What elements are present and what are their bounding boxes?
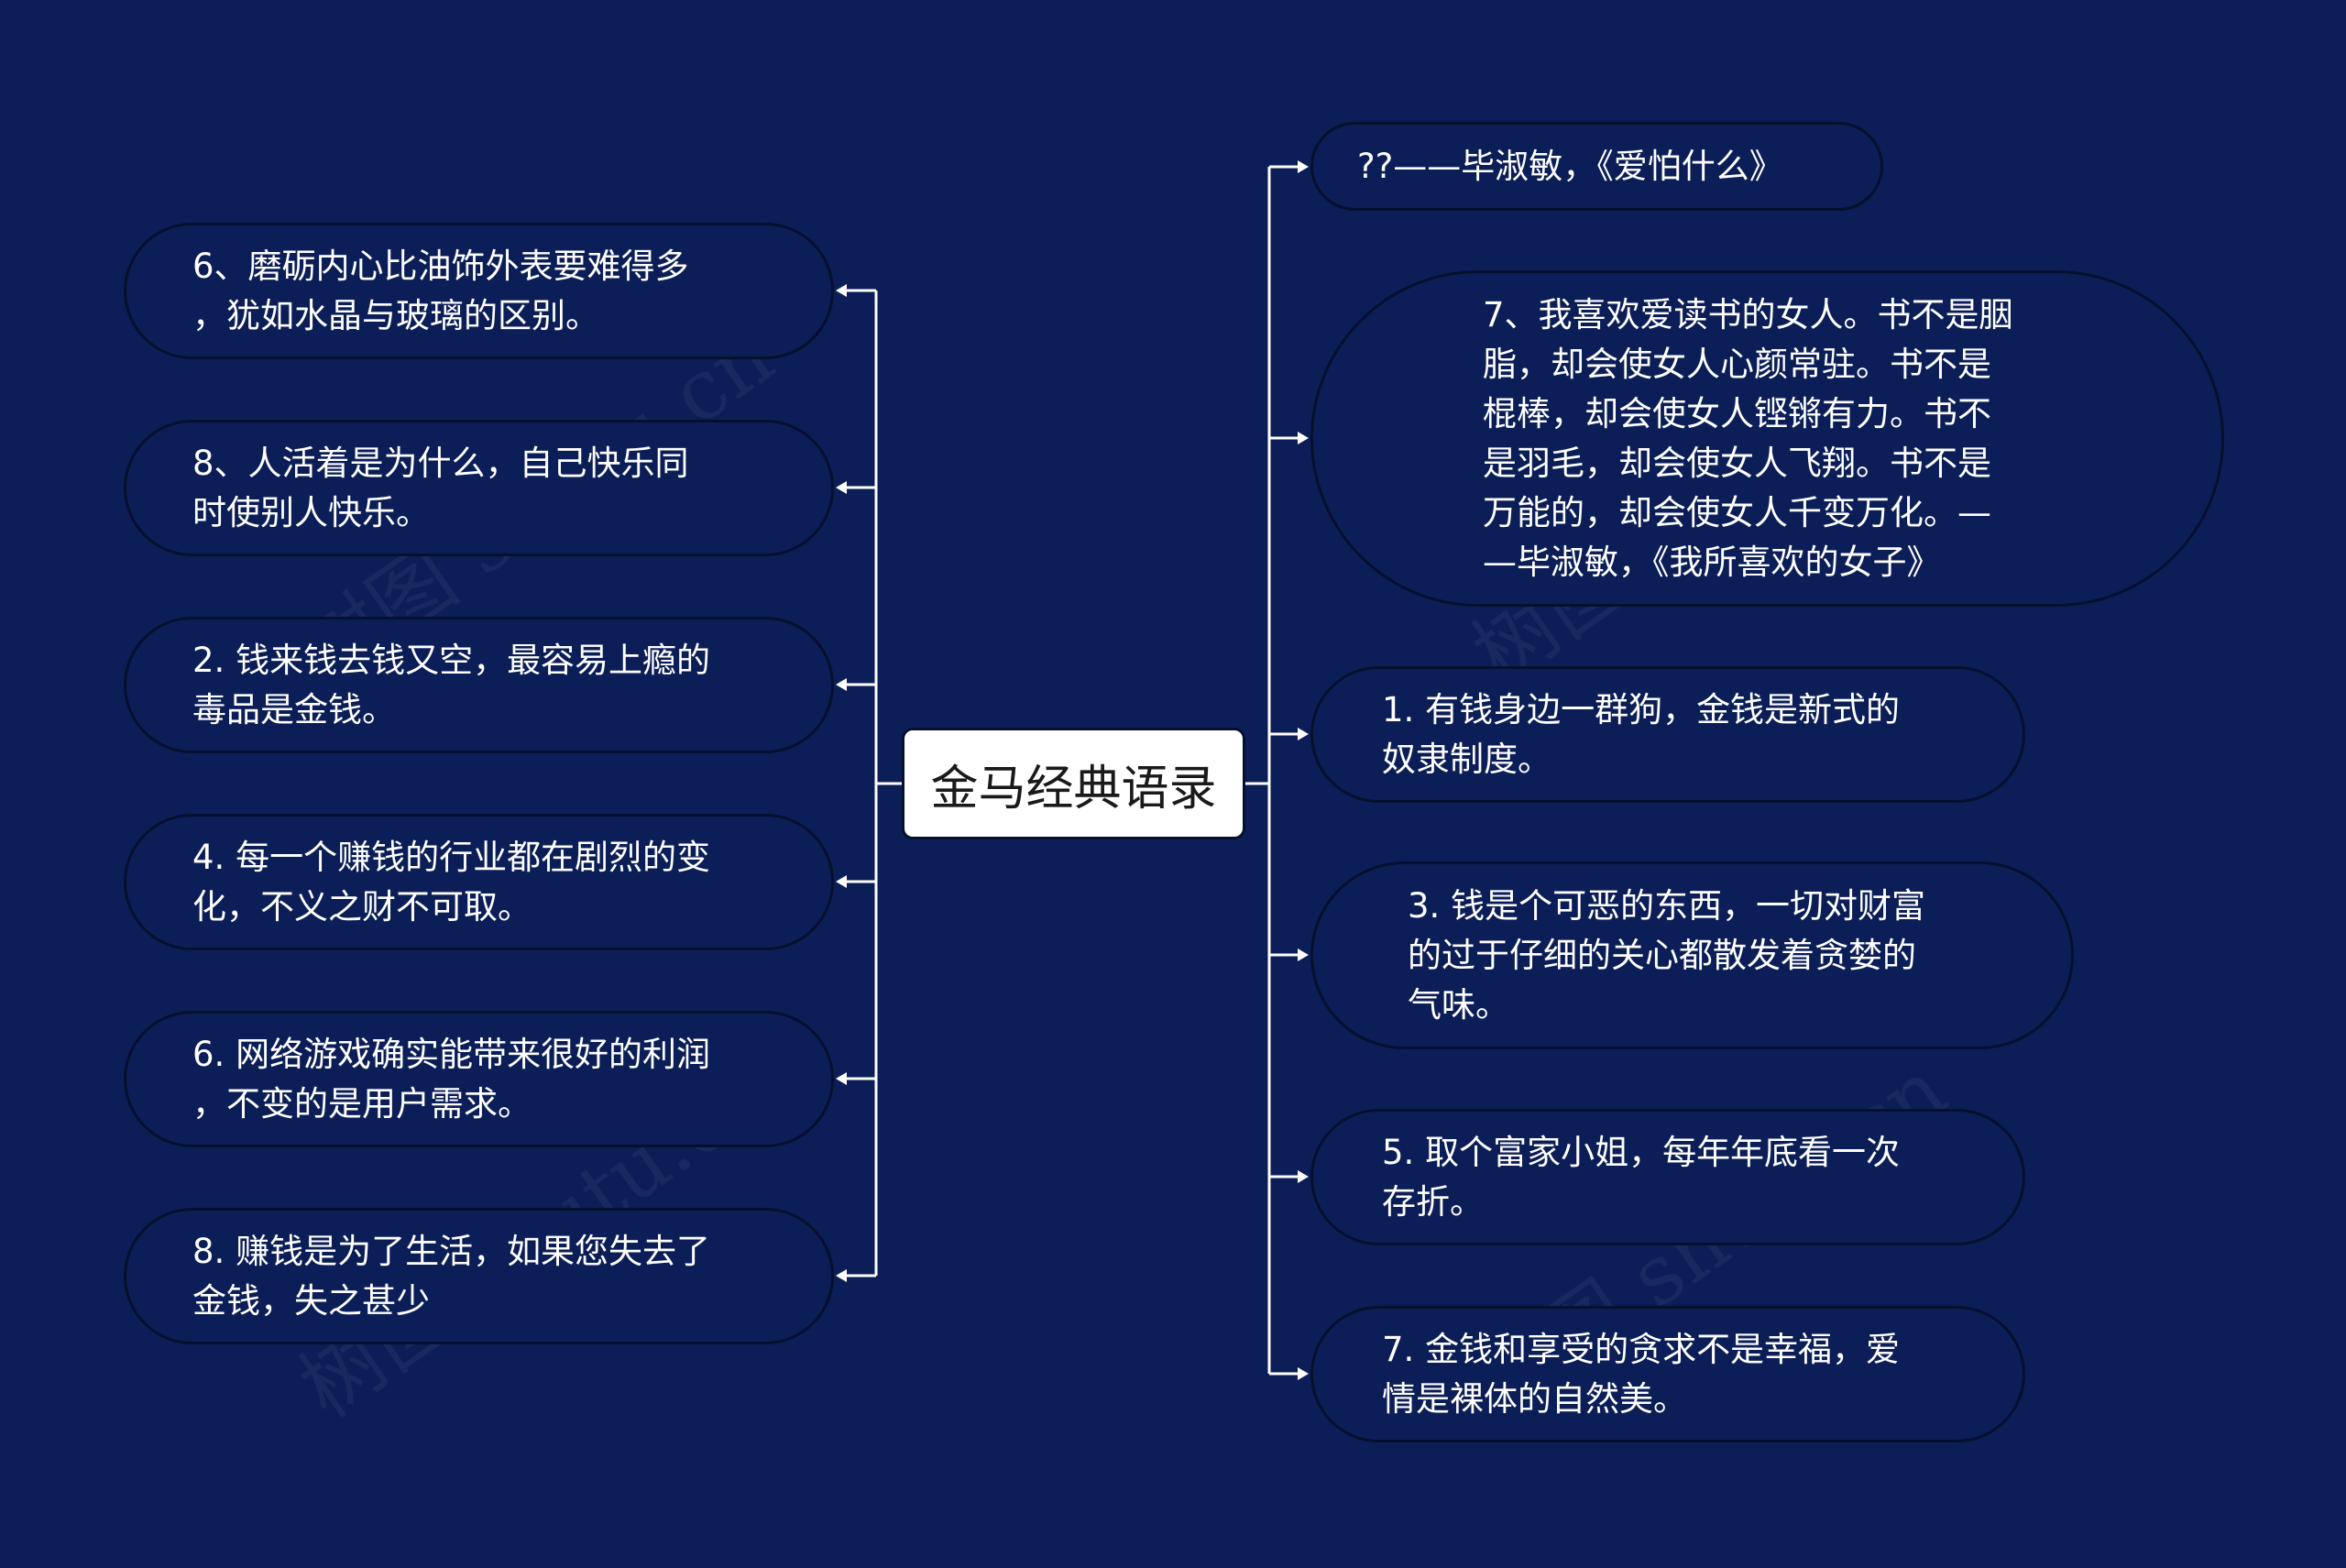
right-branch-arrow-5	[1298, 1170, 1309, 1183]
left-topic-6-text: 8. 赚钱是为了生活，如果您失去了 金钱，失之甚少	[192, 1231, 711, 1321]
left-branch-arrow-4	[836, 875, 847, 888]
right-topic-6-text: 7. 金钱和享受的贪求不是幸福，爱 情是裸体的自然美。	[1382, 1329, 1901, 1419]
right-branch-arrow-1	[1298, 160, 1309, 173]
center-topic[interactable]: 金马经典语录	[902, 728, 1245, 839]
right-branch-arrow-2	[1298, 432, 1309, 444]
left-topic-6[interactable]: 8. 赚钱是为了生活，如果您失去了 金钱，失之甚少	[124, 1208, 834, 1344]
right-branch-arrow-3	[1298, 728, 1309, 740]
left-branch-arrow-1	[836, 284, 847, 297]
left-topic-2-text: 8、人活着是为什么，自己快乐同 时使别人快乐。	[192, 443, 689, 532]
left-topic-5-text: 6. 网络游戏确实能带来很好的利润 ，不变的是用户需求。	[192, 1034, 711, 1124]
right-topic-2[interactable]: 7、我喜欢爱读书的女人。书不是胭 脂，却会使女人心颜常驻。书不是 棍棒，却会使女…	[1310, 270, 2224, 607]
right-branch-arrow-6	[1298, 1367, 1309, 1380]
right-topic-5[interactable]: 5. 取个富家小姐，每年年底看一次 存折。	[1310, 1109, 2025, 1245]
right-topic-1[interactable]: ??——毕淑敏，《爱怕什么》	[1310, 122, 1883, 211]
right-topic-4-text: 3. 钱是个可恶的东西，一切对财富 的过于仔细的关心都散发着贪婪的 气味。	[1408, 885, 1926, 1025]
right-topic-3-text: 1. 有钱身边一群狗，金钱是新式的 奴隶制度。	[1382, 689, 1901, 779]
right-branch-arrow-4	[1298, 948, 1309, 961]
left-branch-arrow-2	[836, 481, 847, 494]
right-topic-6[interactable]: 7. 金钱和享受的贪求不是幸福，爱 情是裸体的自然美。	[1310, 1306, 2025, 1442]
left-topic-3[interactable]: 2. 钱来钱去钱又空，最容易上瘾的 毒品是金钱。	[124, 617, 834, 753]
right-topic-1-text: ??——毕淑敏，《爱怕什么》	[1357, 146, 1783, 186]
left-branch-arrow-3	[836, 678, 847, 691]
left-topic-2[interactable]: 8、人活着是为什么，自己快乐同 时使别人快乐。	[124, 420, 834, 556]
left-topic-4[interactable]: 4. 每一个赚钱的行业都在剧烈的变 化，不义之财不可取。	[124, 814, 834, 950]
left-branch-arrow-5	[836, 1072, 847, 1085]
left-branch-arrow-6	[836, 1269, 847, 1282]
left-topic-5[interactable]: 6. 网络游戏确实能带来很好的利润 ，不变的是用户需求。	[124, 1011, 834, 1147]
right-topic-2-text: 7、我喜欢爱读书的女人。书不是胭 脂，却会使女人心颜常驻。书不是 棍棒，却会使女…	[1483, 294, 2013, 582]
right-topic-4[interactable]: 3. 钱是个可恶的东西，一切对财富 的过于仔细的关心都散发着贪婪的 气味。	[1310, 861, 2074, 1049]
center-topic-label: 金马经典语录	[930, 761, 1217, 817]
left-topic-4-text: 4. 每一个赚钱的行业都在剧烈的变 化，不义之财不可取。	[192, 837, 711, 927]
left-topic-3-text: 2. 钱来钱去钱又空，最容易上瘾的 毒品是金钱。	[192, 640, 711, 729]
right-topic-5-text: 5. 取个富家小姐，每年年底看一次 存折。	[1382, 1132, 1901, 1222]
left-topic-1[interactable]: 6、磨砺内心比油饰外表要难得多 ，犹如水晶与玻璃的区别。	[124, 223, 834, 359]
left-topic-1-text: 6、磨砺内心比油饰外表要难得多 ，犹如水晶与玻璃的区别。	[192, 246, 689, 335]
right-topic-3[interactable]: 1. 有钱身边一群狗，金钱是新式的 奴隶制度。	[1310, 666, 2025, 803]
